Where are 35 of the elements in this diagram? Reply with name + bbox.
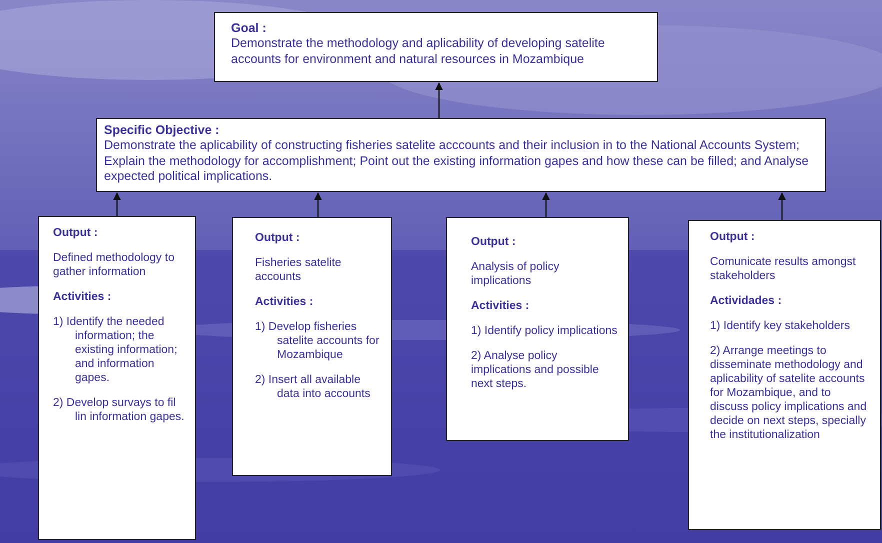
arrow <box>778 192 786 220</box>
activity-text: 1) Develop fisheries satelite accounts for Mozambique <box>255 320 380 362</box>
arrow <box>314 192 322 217</box>
objective-box <box>214 12 658 82</box>
heading: Output : <box>710 230 756 244</box>
activity-text: 1) Identify policy implications <box>471 324 618 338</box>
activity-text: 1) Identify the needed information; the existing information; and information gapes. <box>53 315 178 386</box>
output-box <box>446 217 629 441</box>
description-text: Comunicate results amongst stakeholders <box>710 255 857 284</box>
heading: Output : <box>471 235 517 250</box>
arrow <box>113 192 121 216</box>
description-text: Fisheries satelite accounts <box>255 256 342 284</box>
output-box <box>232 217 392 476</box>
activity-text: 2) Insert all available data into accounts <box>255 373 372 402</box>
description-text: Demonstrate the aplicability of constructing fisheries satelite acccounts and their inclusion in to the National Accounts System; Explain the methodology for accomplishment; Point out the existing information gapes and how these can be filled; and Analyse expected political implications. <box>104 138 810 184</box>
heading: Activities : <box>255 295 314 310</box>
description-text: Analysis of policy implications <box>471 260 560 288</box>
activity-text: 2) Arrange meetings to disseminate methodology and aplicability of satelite accounts for Mozambique, and to discuss policy implications and decide on next steps, specially the institutionalization <box>710 344 868 442</box>
activity-text: 2) Develop survays to fil lin information gapes. <box>53 396 186 424</box>
heading: Activities : <box>53 290 112 304</box>
heading: Actividades : <box>710 294 783 308</box>
description-text: Demonstrate the methodology and aplicability of developing satelite accounts for environment and natural resources in Mozambique <box>231 36 606 67</box>
description-text: Defined methodology to gather information <box>53 251 176 280</box>
heading: Output : <box>53 226 99 240</box>
output-box <box>38 216 196 540</box>
arrow <box>542 192 550 217</box>
activity-text: 2) Analyse policy implications and possible next steps. <box>471 349 600 392</box>
heading: Output : <box>255 231 301 246</box>
arrow <box>435 82 443 118</box>
activity-text: 1) Identify key stakeholders <box>710 319 851 334</box>
heading: Specific Objective : <box>104 123 220 138</box>
output-box <box>688 220 881 530</box>
heading: Activities : <box>471 299 530 314</box>
heading: Goal : <box>231 21 268 36</box>
objective-box <box>96 118 826 192</box>
